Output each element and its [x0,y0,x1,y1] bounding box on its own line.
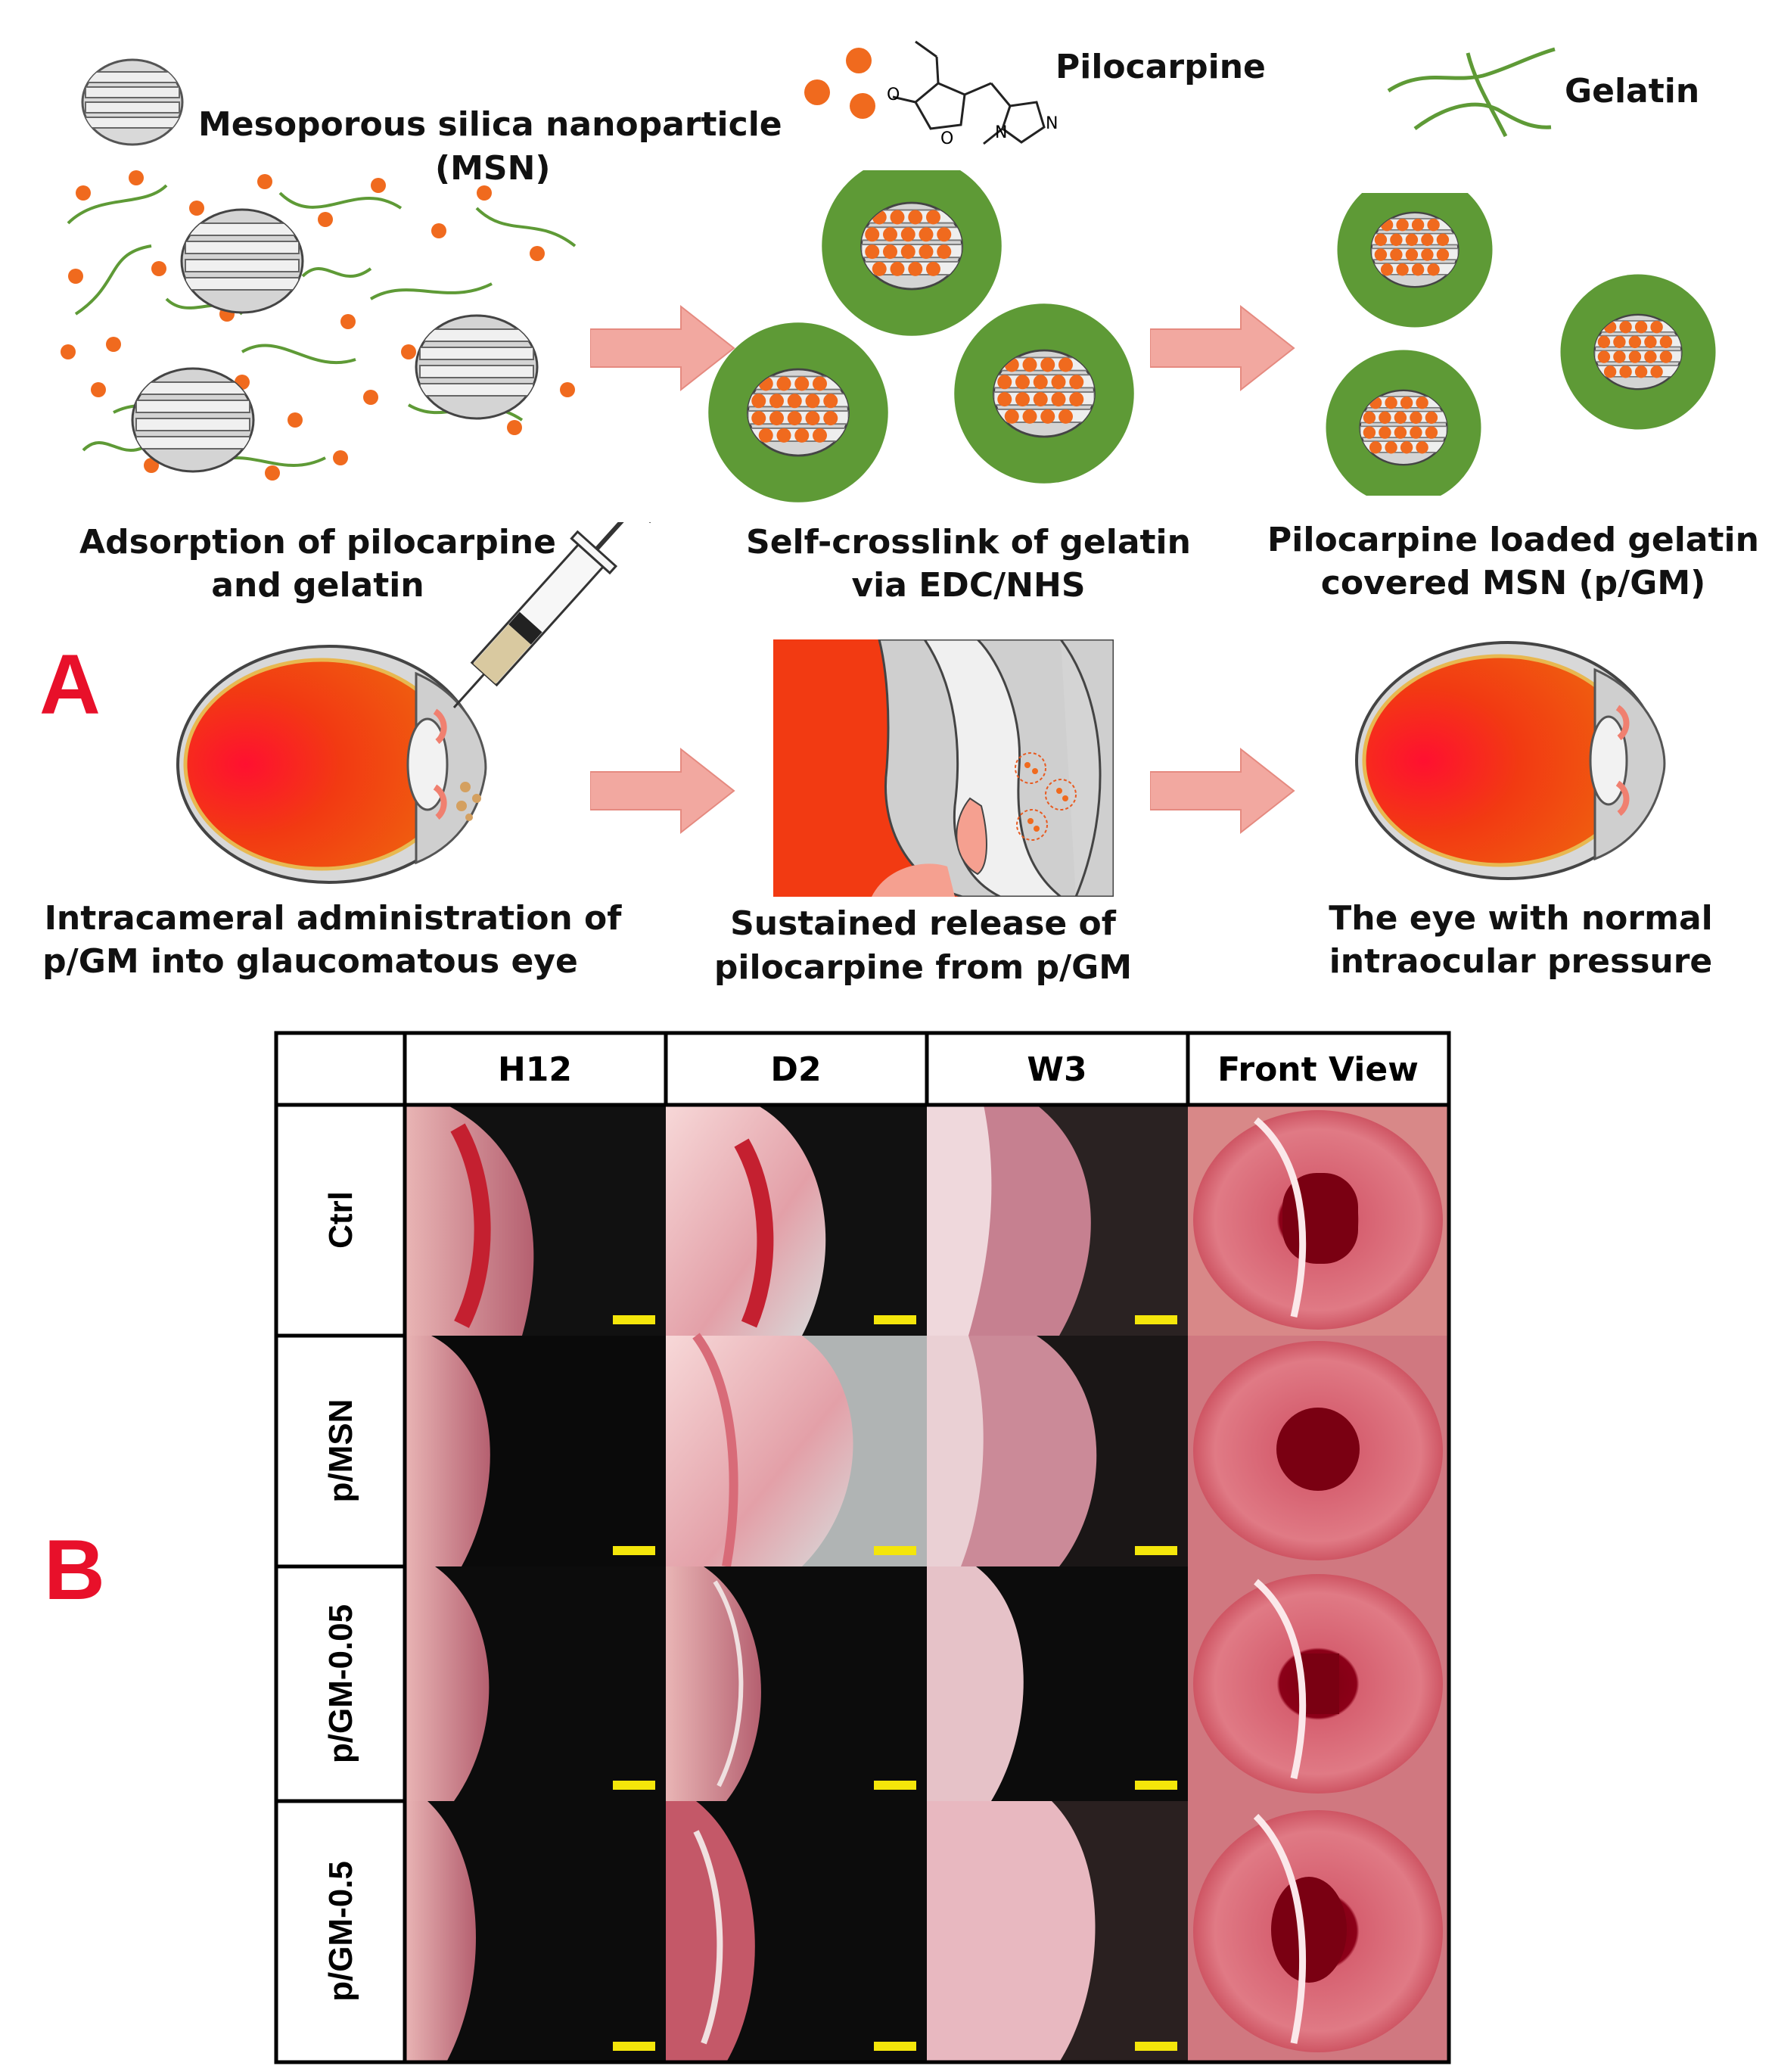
photo-pmsn-w3 [927,1336,1188,1566]
photo-pmsn-front [1188,1336,1449,1566]
photo-ctrl-w3 [927,1105,1188,1336]
arrow-right-icon [590,304,735,392]
photo-pgm005-h12 [405,1566,666,1801]
panel-a-letter: A [39,637,101,732]
anterior-chamber-zoom [773,639,1114,897]
step-crosslink-label-2: via EDC/NHS [851,566,1086,605]
scale-bar-icon [874,1546,916,1555]
arrow-right-icon [1150,304,1295,392]
row-header-pgm-005: p/GM-0.05 [322,1604,359,1763]
photo-pgm05-h12 [405,1801,666,2062]
gelatin-legend-label: Gelatin [1565,72,1700,110]
step-loaded-label-2: covered MSN (p/GM) [1320,564,1706,602]
column-header-h12: H12 [498,1050,572,1089]
scale-bar-icon [1135,1546,1177,1555]
scale-bar-icon [874,1315,916,1324]
scale-bar-icon [874,1781,916,1790]
step-crosslink-label-1: Self-crosslink of gelatin [746,523,1191,562]
svg-text:N: N [1046,114,1058,133]
photo-pgm05-w3 [927,1801,1188,2062]
svg-text:N: N [995,123,1007,142]
crosslinked-particles [704,170,1158,503]
column-header-d2: D2 [770,1050,821,1089]
photo-ctrl-front [1188,1105,1449,1336]
photo-pmsn-h12 [405,1336,666,1566]
photo-pmsn-d2 [666,1333,927,1568]
adsorption-mixture [61,170,577,481]
photo-ctrl-d2 [666,1105,927,1336]
column-header-w3: W3 [1027,1050,1086,1089]
photo-ctrl-h12 [405,1105,666,1336]
scale-bar-icon [1135,1781,1177,1790]
row-header-pmsn: p/MSN [322,1399,359,1503]
step-administration-label-2: p/GM into glaucomatous eye [42,942,578,981]
msn-legend-abbr: (MSN) [435,149,551,188]
svg-text:O: O [940,129,953,148]
arrow-right-icon [1150,747,1295,835]
image-grid: H12 D2 W3 Front View Ctrl p/MSN p/GM-0.0… [274,1031,1451,2064]
pilocarpine-legend-label: Pilocarpine [1055,48,1266,86]
step-adsorption-label-1: Adsorption of pilocarpine [79,523,556,562]
step-release-label-1: Sustained release of [730,904,1116,943]
step-adsorption-label-2: and gelatin [211,566,424,605]
step-loaded-label-1: Pilocarpine loaded gelatin [1267,521,1759,559]
step-release-label-2: pilocarpine from p/GM [713,948,1133,987]
gelatin-legend-icon [1387,47,1556,138]
panel-b-letter: B [44,1523,105,1617]
column-header-front-view: Front View [1217,1050,1419,1089]
msn-legend-label: Mesoporous silica nanoparticle [198,105,782,144]
scale-bar-icon [613,1546,655,1555]
scale-bar-icon [613,1781,655,1790]
scale-bar-icon [1135,2042,1177,2051]
normal-eye [1355,641,1666,880]
photo-pgm005-w3 [927,1566,1188,1801]
scale-bar-icon [874,2042,916,2051]
svg-text:O: O [887,86,900,104]
photo-pgm05-d2 [666,1801,927,2062]
step-normal-label-1: The eye with normal [1329,899,1713,938]
photo-pgm005-front [1188,1566,1449,1801]
row-header-pgm-05: p/GM-0.5 [322,1861,359,2002]
arrow-right-icon [590,747,735,835]
scale-bar-icon [613,1315,655,1324]
photo-pgm005-d2 [666,1566,927,1801]
msn-legend-icon [81,58,184,146]
photo-pgm05-front [1188,1801,1449,2062]
pgm-particles [1316,193,1725,496]
scale-bar-icon [613,2042,655,2051]
step-administration-label-1: Intracameral administration of [44,899,622,938]
glaucomatous-eye-injection [176,522,657,884]
scale-bar-icon [1135,1315,1177,1324]
pilocarpine-legend-icon: O O N N [804,40,1058,148]
row-header-ctrl: Ctrl [322,1191,359,1249]
step-normal-label-2: intraocular pressure [1329,942,1713,981]
